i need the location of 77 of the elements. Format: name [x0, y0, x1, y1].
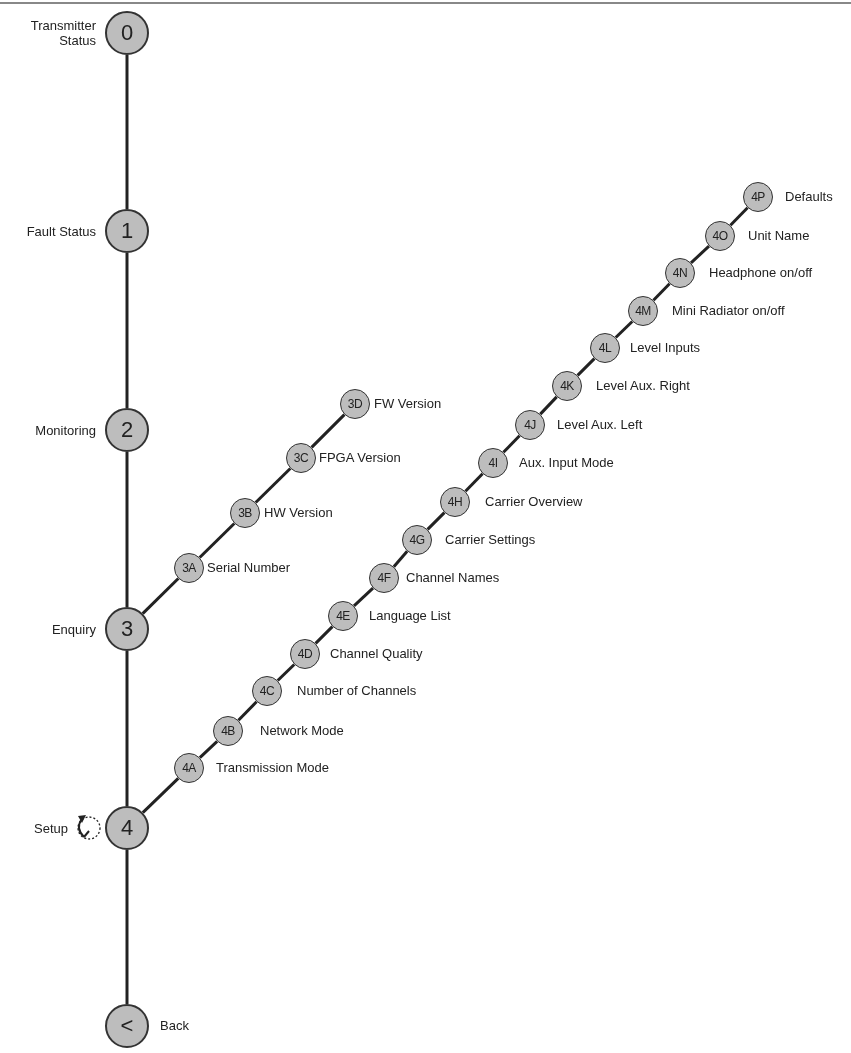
- menu-item-circle: 4O: [705, 221, 735, 251]
- menu-item-circle: 4A: [174, 753, 204, 783]
- menu-item-label: Network Mode: [260, 723, 344, 738]
- menu-item-label: Level Aux. Right: [596, 378, 690, 393]
- menu-item-label: Level Aux. Left: [557, 417, 643, 432]
- menu-item-label: Number of Channels: [297, 683, 417, 698]
- menu-item-label: HW Version: [264, 505, 333, 520]
- menu-item-circle: 1: [105, 209, 149, 253]
- menu-item-label: Carrier Settings: [445, 532, 536, 547]
- connector-line: [125, 253, 129, 408]
- menu-item-label: Transmitter Status: [29, 18, 96, 48]
- menu-item-label: Headphone on/off: [709, 265, 813, 280]
- connector-line: [125, 651, 129, 806]
- menu-item-label: Channel Names: [406, 570, 500, 585]
- menu-item-label: Language List: [369, 608, 451, 623]
- connector-line: [539, 395, 558, 416]
- menu-item-label: Aux. Input Mode: [519, 455, 614, 470]
- menu-item-circle: 4H: [440, 487, 470, 517]
- menu-item-label: Monitoring: [35, 422, 96, 438]
- connector-line: [125, 452, 129, 607]
- menu-item-circle: 4L: [590, 333, 620, 363]
- connector-line: [502, 434, 521, 454]
- menu-item-circle: 4C: [252, 676, 282, 706]
- menu-item-circle: 3C: [286, 443, 316, 473]
- connector-line: [576, 357, 596, 377]
- menu-item-label: Transmission Mode: [216, 760, 329, 775]
- menu-item-label: Carrier Overview: [485, 494, 583, 509]
- menu-item-circle: 4M: [628, 296, 658, 326]
- connector-line: [254, 467, 292, 504]
- menu-item-circle: 3: [105, 607, 149, 651]
- connector-line: [198, 740, 219, 759]
- connector-line: [125, 55, 129, 209]
- menu-item-label: Fault Status: [26, 223, 96, 239]
- menu-item-circle: 4K: [552, 371, 582, 401]
- connector-line: [314, 625, 334, 645]
- connector-line: [353, 587, 374, 607]
- menu-item-circle: 4J: [515, 410, 545, 440]
- menu-item-label: Enquiry: [51, 621, 96, 637]
- connector-line: [690, 245, 710, 264]
- connector-line: [141, 577, 180, 615]
- menu-item-label: Level Inputs: [630, 340, 701, 355]
- menu-item-circle: 2: [105, 408, 149, 452]
- connector-line: [614, 320, 634, 339]
- connector-line: [464, 472, 484, 493]
- menu-item-label: Mini Radiator on/off: [672, 303, 785, 318]
- menu-item-label: Defaults: [785, 189, 833, 204]
- menu-item-circle: 4G: [402, 525, 432, 555]
- menu-item-circle: 4: [105, 806, 149, 850]
- menu-item-label: Channel Quality: [330, 646, 423, 661]
- connector-line: [652, 282, 671, 302]
- menu-item-circle: 4E: [328, 601, 358, 631]
- menu-item-circle: 4B: [213, 716, 243, 746]
- connector-line: [310, 413, 346, 449]
- connector-line: [392, 550, 409, 568]
- menu-item-circle: 4P: [743, 182, 773, 212]
- menu-item-label: Serial Number: [207, 560, 291, 575]
- menu-item-circle: 4D: [290, 639, 320, 669]
- connector-line: [276, 663, 296, 682]
- menu-item-circle: <: [105, 1004, 149, 1048]
- menu-item-label: Setup: [34, 820, 68, 836]
- connector-line: [125, 850, 129, 1004]
- menu-item-label: Back: [160, 1018, 189, 1033]
- menu-item-circle: 4F: [369, 563, 399, 593]
- menu-item-circle: 3D: [340, 389, 370, 419]
- menu-item-label: FW Version: [374, 396, 442, 411]
- menu-item-label: Unit Name: [748, 228, 810, 243]
- menu-item-circle: 3B: [230, 498, 260, 528]
- connector-line: [198, 522, 236, 559]
- menu-item-circle: 3A: [174, 553, 204, 583]
- connector-line: [426, 511, 446, 531]
- menu-item-circle: 4N: [665, 258, 695, 288]
- menu-item-circle: 4I: [478, 448, 508, 478]
- connector-line: [237, 700, 258, 722]
- menu-item-label: FPGA Version: [319, 450, 401, 465]
- connector-line: [729, 206, 749, 227]
- connector-line: [141, 777, 180, 814]
- menu-item-circle: 0: [105, 11, 149, 55]
